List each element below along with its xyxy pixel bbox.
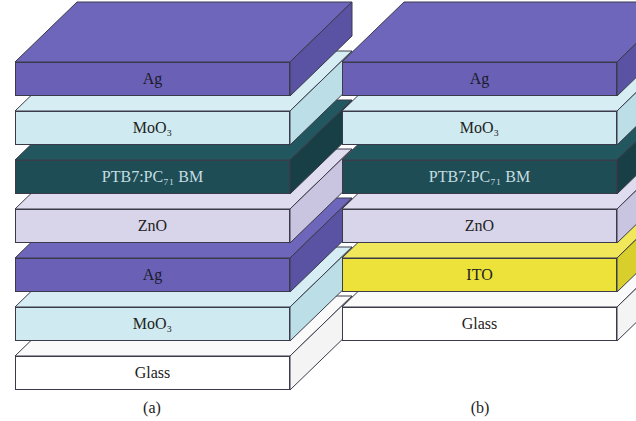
slab-3d xyxy=(342,51,636,145)
layer-box: MoO₃ xyxy=(15,307,290,341)
layer-label: Glass xyxy=(462,316,498,332)
slab-3d xyxy=(15,2,352,96)
slab-3d xyxy=(342,2,636,96)
layer-label: Glass xyxy=(135,365,171,381)
layer-label: MoO₃ xyxy=(460,120,499,136)
layer-label: Ag xyxy=(470,71,490,87)
layer-box: Ag xyxy=(15,62,290,96)
panel-label: (a) xyxy=(143,399,161,417)
layer-box: Ag xyxy=(15,258,290,292)
layer-label: ITO xyxy=(466,267,492,283)
slab-top-face xyxy=(342,2,636,62)
slab-3d xyxy=(342,100,636,194)
layer-box: PTB7:PC₇₁ BM xyxy=(342,160,617,194)
layer-label: MoO₃ xyxy=(133,120,172,136)
layer-box: ZnO xyxy=(342,209,617,243)
layer-label: MoO₃ xyxy=(133,316,172,332)
layer-box: ZnO xyxy=(15,209,290,243)
slab-3d xyxy=(342,198,636,292)
slab-side-face xyxy=(617,2,636,96)
layer-box: Glass xyxy=(15,356,290,390)
layer-box: Ag xyxy=(342,62,617,96)
layer-label: Ag xyxy=(143,71,163,87)
layer-label: ZnO xyxy=(138,218,167,234)
layer-label: PTB7:PC₇₁ BM xyxy=(102,169,203,185)
slab-3d xyxy=(342,149,636,243)
layer-box: MoO₃ xyxy=(15,111,290,145)
layer-label: Ag xyxy=(143,267,163,283)
layer-box: ITO xyxy=(342,258,617,292)
layer-box: Glass xyxy=(342,307,617,341)
slab-3d xyxy=(342,247,636,341)
layer-label: ZnO xyxy=(465,218,494,234)
layer-label: PTB7:PC₇₁ BM xyxy=(429,169,530,185)
layer-box: MoO₃ xyxy=(342,111,617,145)
panel-label: (b) xyxy=(471,399,490,417)
layer-box: PTB7:PC₇₁ BM xyxy=(15,160,290,194)
